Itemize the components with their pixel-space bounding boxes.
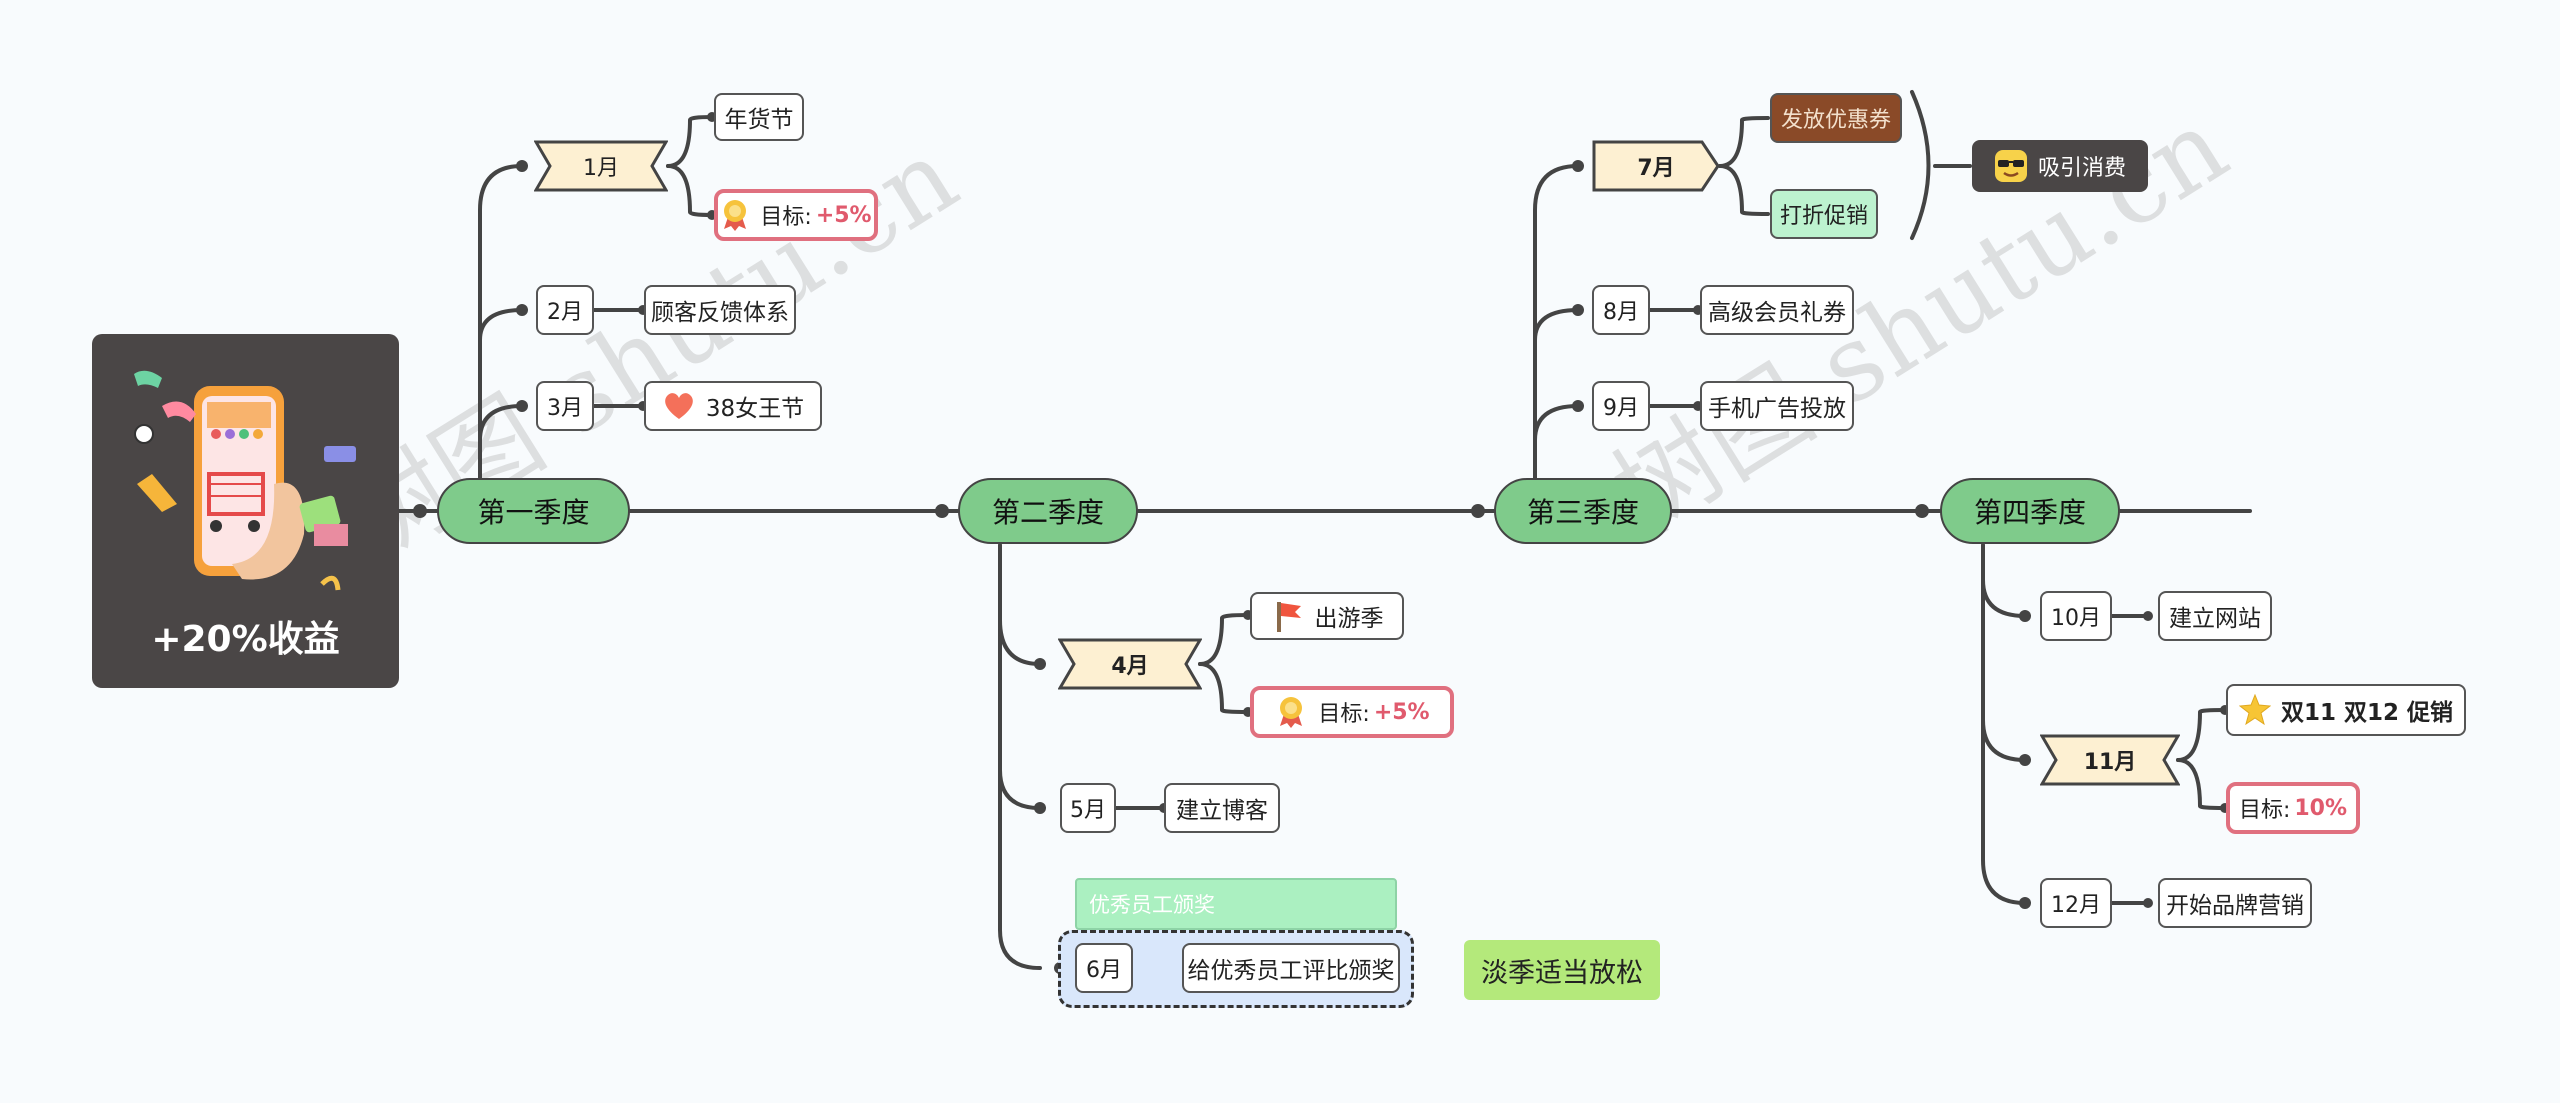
month-9-node[interactable]: 9月 (1592, 381, 1650, 431)
goal-jan[interactable]: 目标: +5% (714, 189, 878, 241)
cool-face-icon (1994, 149, 2028, 183)
quarter-2-node[interactable]: 第二季度 (958, 478, 1138, 544)
goal-apr[interactable]: 目标: +5% (1250, 686, 1454, 738)
topic-label: 出游季 (1314, 606, 1384, 632)
topic-coupons[interactable]: 发放优惠券 (1770, 93, 1902, 143)
quarter-1-node[interactable]: 第一季度 (437, 478, 630, 544)
month-2-node[interactable]: 2月 (536, 285, 594, 335)
heart-icon (662, 389, 696, 423)
award-medal-icon (1274, 695, 1308, 729)
goal-label: 目标: (760, 205, 812, 230)
award-medal-icon (720, 198, 750, 232)
star-icon (2238, 693, 2271, 727)
month-6-node[interactable]: 6月 (1075, 943, 1133, 993)
month-label: 11月 (2083, 750, 2137, 775)
summary-label: 吸引消费 (2037, 156, 2126, 181)
topic-mobile-ads[interactable]: 手机广告投放 (1700, 381, 1854, 431)
topic-vip-vouchers[interactable]: 高级会员礼券 (1700, 285, 1854, 335)
central-topic[interactable]: +20%收益 (92, 334, 399, 688)
quarter-4-node[interactable]: 第四季度 (1940, 478, 2120, 544)
topic-build-blog[interactable]: 建立博客 (1164, 783, 1280, 833)
topic-build-website[interactable]: 建立网站 (2158, 591, 2272, 641)
month-10-node[interactable]: 10月 (2040, 591, 2112, 641)
month-8-node[interactable]: 8月 (1592, 285, 1650, 335)
topic-new-year-festival[interactable]: 年货节 (714, 93, 804, 141)
goal-value: +5% (1373, 699, 1430, 725)
goal-value: 10% (2294, 795, 2348, 821)
quarter-3-node[interactable]: 第三季度 (1494, 478, 1672, 544)
note-off-season-relax[interactable]: 淡季适当放松 (1464, 940, 1660, 1000)
topic-label: 38女王节 (705, 396, 805, 422)
month-7-ribbon[interactable]: 7月 (1592, 140, 1720, 192)
goal-label: 目标: (1318, 702, 1370, 727)
month-label: 1月 (583, 156, 619, 181)
topic-double-11-12-promo[interactable]: 双11 双12 促销 (2226, 684, 2466, 736)
month-1-ribbon[interactable]: 1月 (534, 140, 668, 192)
central-topic-label: +20%收益 (151, 619, 340, 660)
watermark: 树图 shutu.cn (1592, 84, 2248, 557)
topic-label: 双11 双12 促销 (2280, 700, 2454, 726)
topic-travel-season[interactable]: 出游季 (1250, 592, 1404, 640)
month-label: 4月 (1111, 654, 1149, 679)
topic-employee-award[interactable]: 给优秀员工评比颁奖 (1182, 943, 1400, 993)
topic-customer-feedback[interactable]: 顾客反馈体系 (644, 285, 796, 335)
month-5-node[interactable]: 5月 (1060, 783, 1116, 833)
goal-label: 目标: (2238, 798, 2291, 823)
month-3-node[interactable]: 3月 (536, 381, 594, 431)
phone-shopping-cart-illustration (134, 370, 356, 591)
goal-nov[interactable]: 目标: 10% (2226, 782, 2360, 834)
topic-discount-promo[interactable]: 打折促销 (1770, 189, 1878, 239)
summary-attract-consumption[interactable]: 吸引消费 (1972, 140, 2148, 192)
ribbon-shape (1592, 140, 1720, 192)
topic-womens-day[interactable]: 38女王节 (644, 381, 822, 431)
goal-value: +5% (815, 202, 872, 228)
group-label-excellent-employee-award[interactable]: 优秀员工颁奖 (1075, 878, 1397, 930)
flag-icon (1271, 599, 1305, 633)
month-12-node[interactable]: 12月 (2040, 878, 2112, 928)
month-4-ribbon[interactable]: 4月 (1058, 638, 1202, 690)
month-11-ribbon[interactable]: 11月 (2040, 734, 2180, 786)
month-label: 7月 (1637, 156, 1675, 181)
topic-brand-marketing[interactable]: 开始品牌营销 (2158, 878, 2312, 928)
